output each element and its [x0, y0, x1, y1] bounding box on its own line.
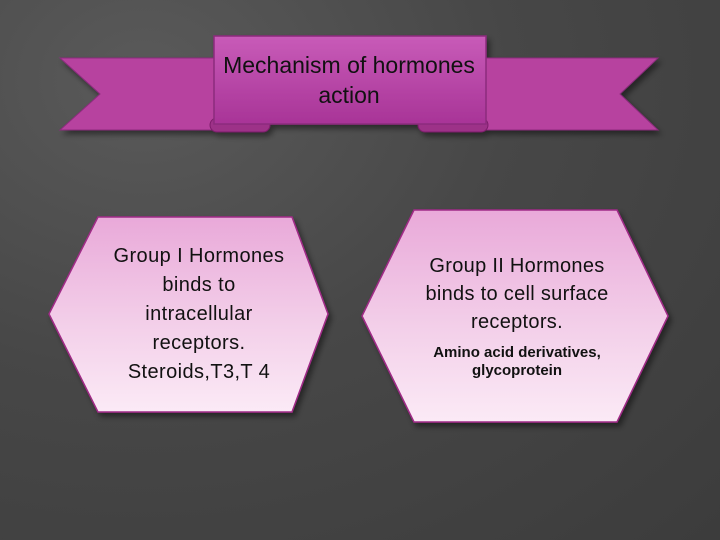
- banner-right-tail: [485, 57, 660, 131]
- group-1-hexagon: [48, 216, 329, 413]
- group-2-text: Group II Hormones binds to cell surface …: [425, 255, 609, 333]
- banner-title: Mechanism of hormones action: [223, 52, 475, 108]
- banner-left-tail: [58, 57, 215, 131]
- group-2-examples: Amino acid derivatives, glycoprotein: [433, 344, 601, 379]
- banner-center: [213, 35, 487, 125]
- group-2-content: Group II Hormones binds to cell surface …: [425, 210, 609, 422]
- group-2-hexagon: [361, 209, 669, 423]
- title-banner: [58, 35, 660, 133]
- group-1-text: Group I Hormones binds to intracellular …: [113, 244, 285, 383]
